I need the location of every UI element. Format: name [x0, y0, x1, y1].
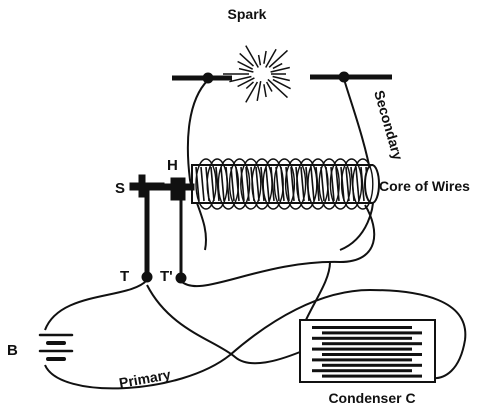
coil-loop [284, 158, 307, 210]
spark-ray [245, 81, 255, 90]
spark-ray [245, 45, 259, 68]
interrupter [129, 174, 195, 284]
wire-battery-to-condenser [44, 288, 467, 390]
label-spark: Spark [228, 6, 267, 22]
core-hatch-line [275, 166, 280, 202]
core-hatch-line [235, 166, 240, 202]
core-hatch-line [220, 166, 225, 202]
core-hatch-line [265, 166, 270, 202]
core-hatch-line [310, 166, 315, 202]
spark-ray [268, 49, 289, 68]
core-hatch-line [320, 166, 325, 202]
coil-loop [352, 158, 374, 210]
condenser-box [299, 319, 436, 383]
coil-loop [251, 158, 273, 210]
coil-loop [273, 158, 296, 210]
coil-loop [240, 158, 262, 210]
condenser-plate [322, 331, 422, 335]
core-hatch-line [215, 166, 220, 202]
spark-ray [263, 50, 267, 64]
spark-ray [267, 78, 289, 99]
core-hatch-line [230, 166, 235, 202]
core-hatch-line [315, 166, 320, 202]
core-hatch-line [345, 166, 350, 202]
condenser-plates [312, 326, 422, 378]
condenser-plate [312, 336, 412, 340]
wire-t-to-battery [44, 279, 148, 331]
spark-ray [237, 60, 254, 70]
core-hatch-line [340, 166, 345, 202]
coil-loop [340, 158, 363, 210]
spark-ray [229, 75, 252, 83]
spark-ray [239, 52, 255, 67]
coil-loop [195, 158, 217, 210]
coil-loop [228, 158, 251, 210]
spark-ray [257, 54, 262, 66]
spark-terminal-left [202, 72, 214, 84]
label-b: B [7, 342, 18, 359]
coil-loop [318, 158, 340, 210]
spark-ray [270, 66, 290, 73]
spark-ray [272, 78, 291, 90]
battery-b [38, 333, 74, 361]
coil-loop [206, 158, 228, 210]
hammer-arm [163, 183, 195, 191]
core-end [364, 164, 380, 204]
spark-ray [256, 80, 262, 102]
spark-gap [172, 71, 392, 84]
spark-ray [272, 75, 290, 82]
spark-burst-icon [223, 45, 291, 103]
condenser-plate [312, 326, 412, 329]
label-core: Core of Wires [379, 178, 470, 194]
label-h: H [167, 157, 178, 174]
spark-ray [265, 81, 273, 92]
condenser-plate [322, 342, 422, 346]
core-hatch-line [360, 166, 365, 202]
spark-ray [272, 62, 283, 70]
condenser-plate [312, 358, 412, 362]
wire-core-to-condenser [304, 261, 331, 323]
secondary-wire-left [186, 79, 209, 251]
condenser-plate [322, 374, 422, 378]
label-secondary: Secondary [371, 88, 406, 161]
wire-t-prime-to-core [180, 204, 376, 288]
label-t-prime: T' [160, 268, 173, 285]
terminal-t-prime [175, 272, 187, 284]
core-hatch-line [210, 166, 215, 202]
coil-loop [296, 158, 318, 210]
coil-loop [329, 158, 352, 210]
terminal-t [141, 271, 153, 283]
coil-loop [262, 158, 284, 210]
label-condenser: Condenser C [328, 390, 415, 406]
spark-ray [263, 84, 267, 98]
contact-screw-s [129, 182, 165, 191]
condenser-plate [322, 353, 422, 356]
secondary-coil-loops [195, 158, 374, 210]
core-hatch-line [355, 166, 360, 202]
condenser-plate [322, 363, 422, 367]
condenser-c [299, 319, 436, 383]
spark-ray [238, 67, 254, 73]
condenser-plate [312, 369, 412, 373]
condenser-plate [312, 347, 412, 351]
label-t: T [120, 268, 129, 285]
label-s: S [115, 180, 125, 197]
primary-circuit-wires [44, 204, 467, 390]
spark-ray [245, 81, 259, 103]
spark-ray [237, 77, 255, 88]
core-hatch-line [300, 166, 305, 202]
core-hatch-line [255, 166, 260, 202]
wire-primary-to-condenser [146, 284, 301, 365]
screw-head [138, 174, 146, 198]
spark-ray [265, 48, 277, 68]
core-hatch-line [200, 166, 205, 202]
coil-loop [217, 158, 240, 210]
coil-loop [307, 158, 329, 210]
